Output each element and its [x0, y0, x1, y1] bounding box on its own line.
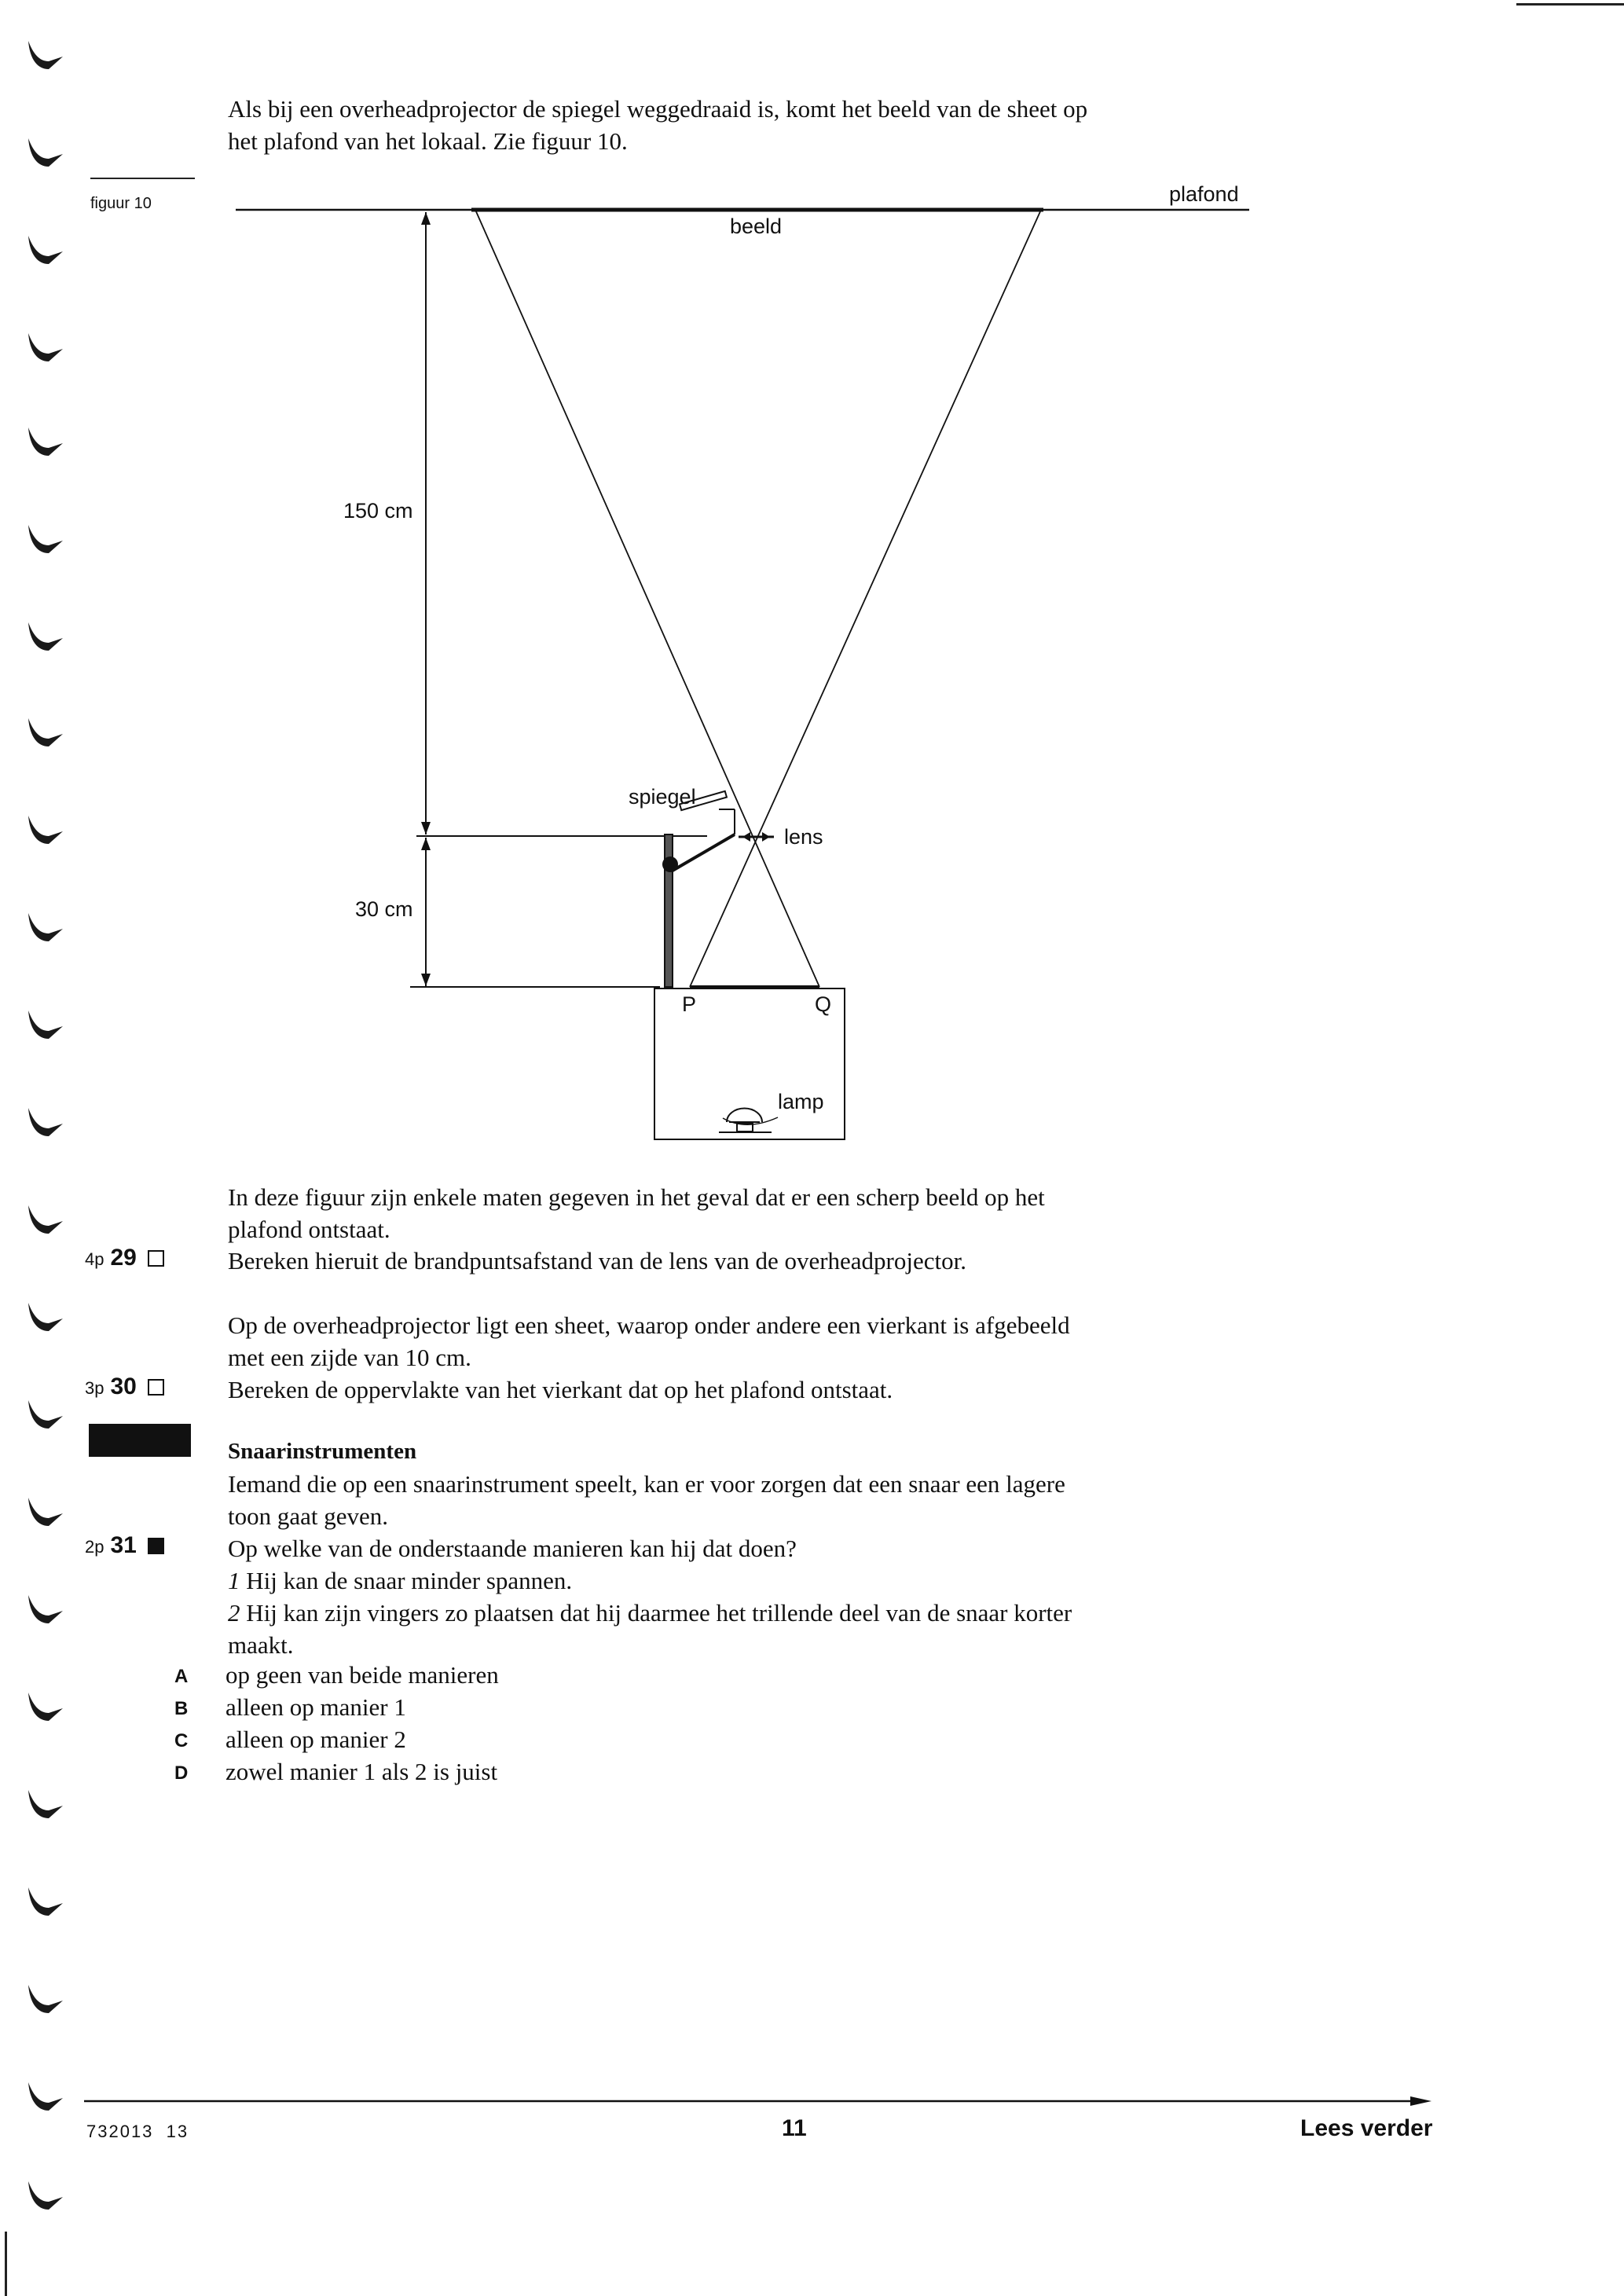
option-b-letter: B: [174, 1698, 189, 1719]
edge-line: [5, 2232, 7, 2296]
label-30cm: 30 cm: [355, 897, 413, 921]
caption-rule: [90, 178, 195, 179]
arrow-bottom: [421, 974, 431, 986]
option-a-text[interactable]: op geen van beide manieren: [225, 1661, 499, 1689]
binder-hole-icon: [25, 424, 64, 459]
checkbox-icon[interactable]: [147, 1250, 164, 1267]
context-line-1: In deze figuur zijn enkele maten gegeven…: [228, 1183, 1045, 1211]
binder-hole-icon: [25, 135, 64, 170]
question-30-intro: Op de overheadprojector ligt een sheet, …: [228, 1311, 1070, 1371]
section-marker-bar: [89, 1424, 191, 1457]
option-d-text[interactable]: zowel manier 1 als 2 is juist: [225, 1758, 498, 1785]
q29-points: 4p: [85, 1249, 104, 1269]
option-b-text[interactable]: alleen op manier 1: [225, 1693, 406, 1721]
binder-hole-icon: [25, 1982, 64, 2016]
footer-rule: [84, 2096, 1432, 2106]
binder-hole-icon: [25, 1300, 64, 1334]
binder-hole-icon: [25, 1202, 64, 1237]
section-intro: Iemand die op een snaarinstrument speelt…: [228, 1470, 1065, 1530]
mirror-icon: [678, 790, 728, 812]
binder-hole-icon: [25, 38, 64, 72]
mirror-arm: [671, 833, 736, 872]
label-q: Q: [815, 992, 831, 1016]
binder-hole-icon: [25, 619, 64, 654]
label-beeld: beeld: [730, 215, 782, 238]
q29-number: 29: [110, 1245, 137, 1271]
binder-hole-icon: [25, 910, 64, 944]
binder-hole-icon: [25, 1495, 64, 1529]
figure-caption: figuur 10: [90, 195, 152, 212]
question-30-text: Bereken de oppervlakte van het vierkant …: [228, 1376, 893, 1403]
question-31-label: 2p 31: [85, 1532, 164, 1559]
binder-hole-icon: [25, 1884, 64, 1919]
section-title: Snaarinstrumenten: [228, 1439, 417, 1464]
label-plafond: plafond: [1169, 182, 1239, 206]
q31-points: 2p: [85, 1537, 104, 1557]
option-c-text[interactable]: alleen op manier 2: [225, 1726, 406, 1753]
binder-hole-icon: [25, 1689, 64, 1724]
statement-1-num: 1: [228, 1567, 240, 1594]
footer-code: 732013 13: [86, 2122, 189, 2141]
question-31-text: Op welke van de onderstaande manieren ka…: [228, 1535, 797, 1562]
arrow-top: [421, 212, 431, 225]
statement-1-text: Hij kan de snaar minder spannen.: [246, 1567, 573, 1594]
page-number: 11: [782, 2115, 807, 2141]
binder-hole-icon: [25, 522, 64, 556]
option-c-letter: C: [174, 1730, 189, 1751]
label-lens: lens: [784, 825, 823, 849]
ray-right: [689, 209, 1042, 988]
context-paragraph: In deze figuur zijn enkele maten gegeven…: [228, 1181, 1312, 1245]
label-p: P: [682, 992, 696, 1016]
context-line-2: plafond ontstaat.: [228, 1216, 390, 1243]
statement-1: 1 Hij kan de snaar minder spannen.: [228, 1564, 1312, 1597]
stand-knob: [662, 856, 678, 872]
figure-10-diagram: plafond beeld 150 cm 30 cm lens spiegel …: [236, 182, 1249, 1140]
binder-hole-icon: [25, 233, 64, 267]
lamp-icon: [726, 1107, 763, 1123]
binder-hole-icon: [25, 1105, 64, 1139]
binder-hole-icon: [25, 1787, 64, 1821]
statement-2: 2 Hij kan zijn vingers zo plaatsen dat h…: [228, 1597, 1312, 1661]
option-d-letter: D: [174, 1762, 189, 1784]
label-spiegel: spiegel: [629, 785, 696, 809]
binder-hole-icon: [25, 715, 64, 750]
checkbox-icon[interactable]: [147, 1379, 164, 1396]
q30-points: 3p: [85, 1378, 104, 1398]
footer-arrow-icon: [1410, 2096, 1432, 2106]
statement-2-text: Hij kan zijn vingers zo plaatsen dat hij…: [228, 1599, 1072, 1659]
statement-2-num: 2: [228, 1599, 240, 1627]
binder-hole-icon: [25, 1007, 64, 1042]
option-a-letter: A: [174, 1666, 189, 1687]
lees-verder: Lees verder: [1300, 2115, 1433, 2141]
question-30-label: 3p 30: [85, 1374, 164, 1400]
intro-line-1: Als bij een overheadprojector de spiegel…: [228, 95, 1088, 123]
filled-square-icon: [147, 1538, 164, 1554]
q30-number: 30: [110, 1374, 137, 1399]
question-29-label: 4p 29: [85, 1245, 164, 1271]
q31-number: 31: [110, 1532, 137, 1558]
binder-hole-icon: [25, 812, 64, 847]
question-29-text: Bereken hieruit de brandpuntsafstand van…: [228, 1247, 966, 1275]
projector-stand: [664, 834, 673, 988]
binder-hole-icon: [25, 2079, 64, 2114]
binder-hole-icon: [25, 1592, 64, 1627]
intro-paragraph: Als bij een overheadprojector de spiegel…: [228, 93, 1312, 157]
label-lamp: lamp: [778, 1090, 824, 1113]
binder-hole-icon: [25, 1397, 64, 1432]
arrow-mid-down: [421, 838, 431, 850]
label-150cm: 150 cm: [343, 499, 413, 523]
ray-left: [475, 209, 820, 988]
binder-hole-icon: [25, 2178, 64, 2213]
binder-hole-icon: [25, 330, 64, 365]
intro-line-2: het plafond van het lokaal. Zie figuur 1…: [228, 127, 628, 155]
arrow-mid-up: [421, 822, 431, 834]
projector-box: [654, 988, 845, 1140]
corner-line: [1516, 3, 1624, 6]
